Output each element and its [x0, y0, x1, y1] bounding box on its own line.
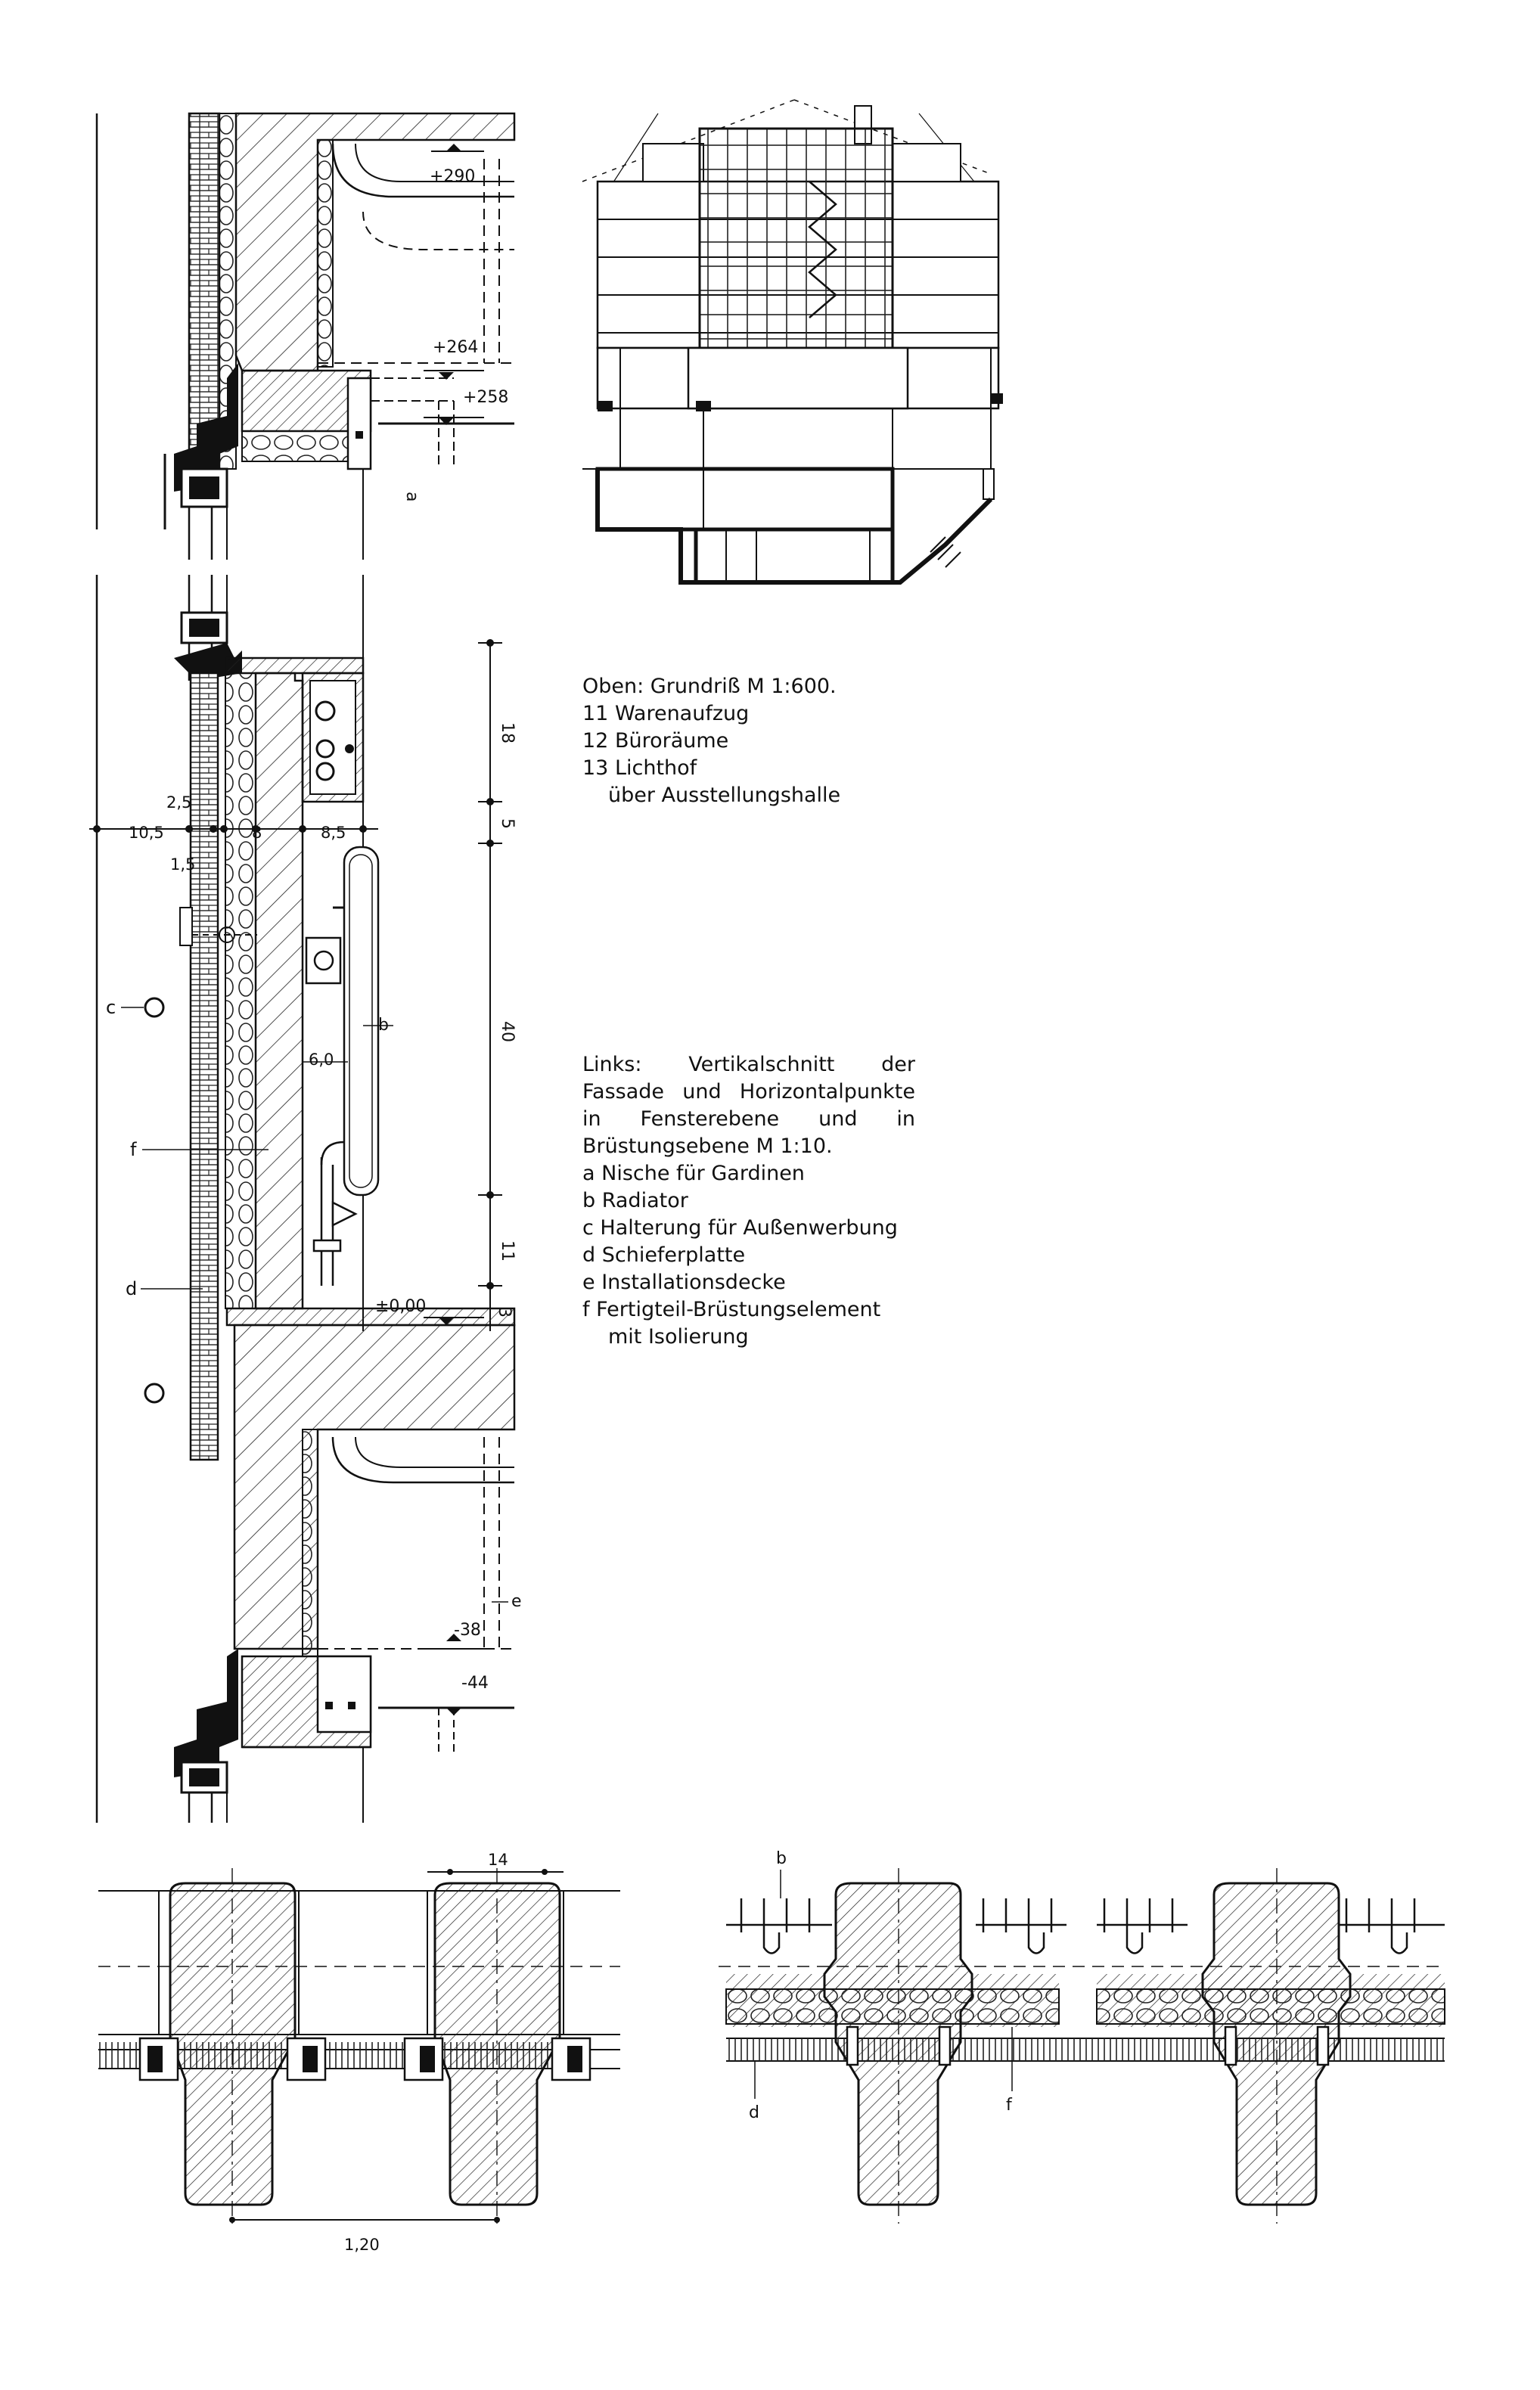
plan-caption-item-11: 11 Warenaufzug — [582, 702, 750, 725]
label-d: d — [126, 1278, 137, 1299]
plan-caption-title: Oben: Grundriß M 1:600. — [582, 675, 837, 698]
horizontal-details-window: 14 1,20 — [98, 1849, 1445, 2254]
svg-text:+264: +264 — [433, 338, 478, 357]
svg-text:±0,00: ±0,00 — [375, 1297, 426, 1316]
detail-label-f: f — [1006, 2096, 1013, 2115]
level-marker-258: +258 — [424, 388, 508, 425]
level-marker-264: +264 — [424, 338, 484, 380]
level-marker-minus-38: -38 — [424, 1621, 484, 1650]
section-caption-paragraph: Links: Vertikalschnitt der Fassade und H… — [582, 1053, 915, 1158]
dim-14: 14 — [488, 1851, 508, 1869]
dim-5: 5 — [498, 818, 517, 829]
dim-8: 8 — [252, 824, 262, 842]
section-caption: Links: Vertikalschnitt der Fassade und H… — [582, 1051, 915, 1351]
floor-plan — [582, 99, 1003, 585]
section-caption-item-f: f Fertigteil-Brüstungselement — [582, 1298, 881, 1321]
section-top: +290 +264 +258 a — [163, 112, 516, 560]
detail-label-d: d — [749, 2103, 759, 2122]
section-middle: 18 5 40 11 3 10,5 2,5 1,5 8 8,5 6,0 b c — [89, 575, 517, 1461]
window-detail-1: 14 1,20 — [98, 1851, 620, 2254]
dim-1-5: 1,5 — [170, 855, 195, 874]
dim-1-20: 1,20 — [344, 2236, 380, 2254]
label-c: c — [106, 997, 116, 1018]
section-bottom: ±0,00 e -38 -44 — [174, 1297, 522, 1823]
detail-label-b: b — [776, 1849, 787, 1868]
svg-text:+258: +258 — [463, 388, 508, 407]
svg-text:+290: +290 — [430, 167, 475, 186]
radiator-fins — [726, 1898, 1445, 1954]
level-marker-minus-44: -44 — [378, 1674, 514, 1715]
level-marker-290: +290 — [430, 144, 484, 186]
dim-2-5: 2,5 — [166, 793, 191, 812]
plan-caption-continuation: über Ausstellungshalle — [608, 784, 841, 807]
label-f: f — [130, 1139, 137, 1160]
plan-caption: Oben: Grundriß M 1:600. 11 Warenaufzug 1… — [582, 673, 900, 809]
section-caption-item-d: d Schieferplatte — [582, 1243, 746, 1267]
dim-8-5: 8,5 — [321, 824, 346, 842]
section-caption-item-a: a Nische für Gardinen — [582, 1162, 805, 1185]
svg-text:-38: -38 — [454, 1621, 481, 1640]
plan-caption-item-12: 12 Büroräume — [582, 729, 729, 753]
dim-18: 18 — [498, 722, 517, 743]
dim-6-0: 6,0 — [309, 1051, 334, 1069]
label-e: e — [511, 1592, 522, 1611]
dim-40: 40 — [498, 1021, 517, 1042]
dim-10-5: 10,5 — [129, 824, 164, 842]
plan-caption-item-13: 13 Lichthof — [582, 756, 697, 780]
section-caption-item-c: c Halterung für Außenwerbung — [582, 1216, 898, 1240]
vertical-section: +290 +264 +258 a — [89, 112, 522, 1823]
section-caption-continuation: mit Isolierung — [608, 1325, 749, 1349]
level-marker-0: ±0,00 — [375, 1297, 484, 1325]
section-caption-item-e: e Installationsdecke — [582, 1271, 786, 1294]
section-caption-item-b: b Radiator — [582, 1189, 688, 1212]
dim-11: 11 — [498, 1240, 517, 1262]
svg-text:-44: -44 — [461, 1674, 489, 1693]
label-a: a — [402, 492, 421, 501]
parapet-detail: b d f — [719, 1849, 1445, 2224]
